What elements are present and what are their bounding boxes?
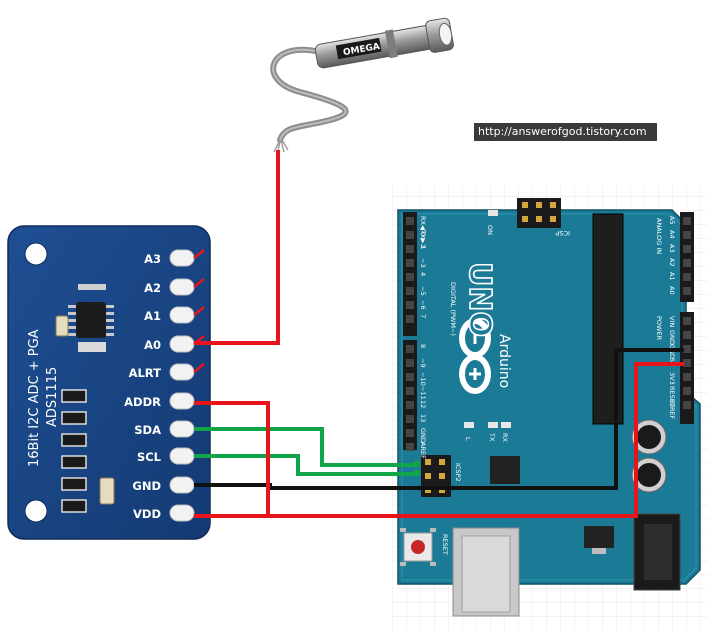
power-label: POWER: [655, 316, 663, 341]
digital-header: [403, 212, 417, 451]
ads1115-chip: [68, 284, 114, 352]
power-pin-label-0: VIN: [668, 316, 676, 327]
atmega328-chip: [592, 213, 624, 425]
digital-pin-label-6: ~6: [419, 300, 427, 310]
digital-pin-label-5: ~5: [419, 286, 427, 296]
analog-pin-label-3: A2: [668, 258, 676, 267]
ads1115-model: ADS1115: [45, 367, 60, 427]
analog-header: [680, 212, 694, 302]
wires: [194, 150, 684, 518]
icsp2-label: ICSP2: [454, 463, 462, 482]
analog-pin-label-1: A4: [668, 230, 676, 239]
power-pin-label-6: IOREF: [668, 400, 676, 420]
digital-pin-label-b-3: ~11: [419, 386, 427, 400]
digital-pin-label-3: ~3: [419, 258, 427, 268]
wire-sda: [194, 427, 416, 467]
digital-pin-label-b-0: 8: [419, 344, 427, 348]
omega-logo: [335, 37, 382, 60]
analog-in-label: ANALOG IN: [655, 218, 663, 254]
smd-capacitor: [55, 315, 69, 337]
ads1115-pcb: [7, 225, 211, 540]
on-led: [488, 210, 498, 216]
analog-pin-label-5: A0: [668, 286, 676, 295]
digital-pwm-label: DIGITAL (PWM~): [449, 282, 457, 336]
wire-sensor-to-a0: [194, 150, 280, 345]
ads1115-board: 16Bit I2C ADC + PGA ADS1115 A3 A2 A1 A0 …: [7, 225, 211, 540]
digital-pin-label-4: 4: [419, 272, 427, 276]
digital-pin-label-b-4: 12: [419, 400, 427, 408]
wire-scl: [194, 454, 416, 476]
digital-pin-label-b-7: AREF: [419, 442, 427, 459]
pin-label-vdd: VDD: [133, 507, 161, 521]
tx-label: TX: [488, 432, 496, 442]
ads1115-title: 16Bit I2C ADC + PGA: [27, 329, 42, 467]
omega-ir-sensor: OMEGA: [270, 17, 454, 153]
digital-pin-label-1: TX▶ 1: [419, 229, 427, 250]
digital-pin-label-b-2: ~10: [419, 372, 427, 386]
wire-addr-to-vdd: [194, 401, 270, 516]
power-pin-label-5: RESET: [668, 386, 676, 407]
pin-label-gnd: GND: [132, 479, 161, 493]
voltage-regulator: [584, 526, 614, 548]
icsp-label: ICSP: [555, 229, 570, 237]
arduino-uno-board: RESET ICSP: [397, 198, 701, 617]
wire-gnd: [194, 348, 684, 490]
digital-pin-label-b-5: 13: [419, 414, 427, 422]
pin-label-a0: A0: [144, 338, 161, 352]
icsp-header: ICSP: [517, 198, 570, 237]
l-label: L: [464, 437, 472, 441]
digital-pin-label-b-6: GND: [419, 428, 427, 443]
usb-chip: [490, 456, 520, 484]
analog-pin-label-4: A1: [668, 272, 676, 281]
uno-text: UNO: [462, 262, 497, 337]
reset-label: RESET: [441, 534, 449, 555]
reset-button: RESET: [400, 528, 449, 566]
on-label: ON: [486, 225, 494, 235]
rx-label: RX: [501, 433, 509, 443]
digital-pin-label-2: 2: [419, 244, 427, 248]
pin-label-a1: A1: [144, 309, 161, 323]
electrolytic-capacitors: [631, 419, 667, 493]
arduino-logo: [459, 318, 491, 394]
smd-resistors: [61, 389, 115, 513]
mount-hole: [24, 242, 48, 266]
header-pads: [169, 249, 195, 522]
pin-label-addr: ADDR: [124, 395, 161, 409]
digital-pin-label-b-1: ~9: [419, 358, 427, 368]
power-header: [680, 312, 694, 424]
pin-label-a3: A3: [144, 252, 161, 266]
mount-hole: [24, 499, 48, 523]
pin-label-alrt: ALRT: [129, 366, 162, 380]
power-pin-label-1: GND: [668, 330, 676, 345]
analog-pin-label-0: A5: [668, 216, 676, 225]
analog-pin-label-2: A3: [668, 244, 676, 253]
arduino-text: Arduino: [496, 334, 512, 388]
power-pin-label-4: 3V3: [668, 372, 676, 385]
digital-pin-label-0: RX◀ 0: [419, 216, 427, 236]
pin-label-scl: SCL: [137, 450, 162, 464]
digital-pin-label-7: 7: [419, 314, 427, 318]
source-url: http://answerofgod.tistory.com: [474, 123, 657, 141]
wire-vdd-to-5v: [194, 362, 684, 518]
pin-label-a2: A2: [144, 281, 161, 295]
pin-label-sda: SDA: [134, 423, 161, 437]
